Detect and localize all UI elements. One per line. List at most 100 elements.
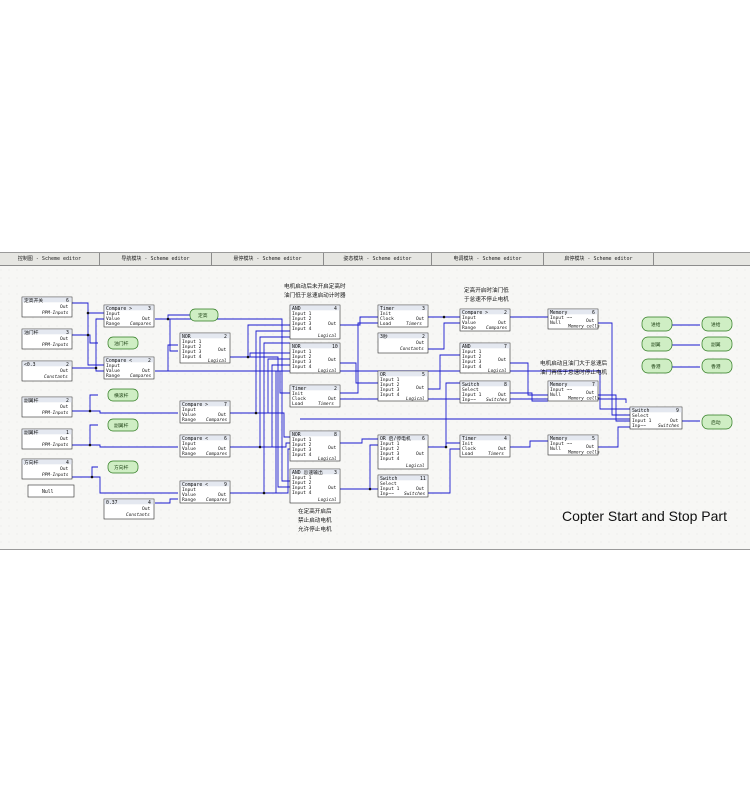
svg-text:Out: Out bbox=[498, 357, 507, 363]
terminal-in-feed[interactable]: 进给 bbox=[641, 316, 673, 332]
terminal-altitude[interactable]: 定高 bbox=[189, 308, 219, 322]
terminal-aileron[interactable]: 副翼杆 bbox=[107, 418, 139, 432]
terminal-throttle[interactable]: 油门杆 bbox=[107, 336, 139, 350]
svg-text:Load: Load bbox=[380, 321, 391, 327]
terminal-in-aileron[interactable]: 副翼 bbox=[641, 336, 673, 352]
svg-text:副翼: 副翼 bbox=[651, 341, 661, 348]
terminal-out-start[interactable]: 启动 bbox=[701, 414, 733, 430]
svg-text:1: 1 bbox=[66, 430, 69, 436]
svg-text:电机启动且油门大于怠速后: 电机启动且油门大于怠速后 bbox=[540, 359, 608, 367]
terminal-rudder[interactable]: 方向杆 bbox=[107, 460, 139, 474]
svg-text:Logical: Logical bbox=[318, 333, 337, 339]
svg-text:8: 8 bbox=[504, 382, 507, 388]
svg-text:Out: Out bbox=[142, 506, 151, 512]
terminal-out-aileron[interactable]: 副翼 bbox=[701, 336, 733, 352]
svg-text:Out: Out bbox=[416, 451, 425, 457]
tab-hover-scheme[interactable]: 悬停模块 - Scheme editor bbox=[212, 253, 324, 265]
svg-text:Input 4: Input 4 bbox=[380, 392, 400, 398]
svg-text:进给: 进给 bbox=[651, 321, 661, 328]
svg-text:Inp~~: Inp~~ bbox=[462, 397, 476, 403]
svg-text:Input 1: Input 1 bbox=[292, 311, 312, 317]
svg-text:Input: Input bbox=[462, 315, 476, 321]
junction-dots bbox=[86, 311, 448, 495]
svg-text:Input 2: Input 2 bbox=[292, 442, 312, 448]
svg-text:7: 7 bbox=[224, 402, 227, 408]
svg-text:Input 1: Input 1 bbox=[380, 377, 400, 383]
note-throttle-stop: 电机启动且油门大于怠速后 油门再低于怠速时停止电机 bbox=[540, 359, 608, 376]
terminal-roll[interactable]: 横滚杆 bbox=[107, 388, 139, 402]
terminal-out-hk[interactable]: 香港 bbox=[701, 358, 733, 374]
input-block-null[interactable]: Null bbox=[27, 484, 75, 498]
svg-text:Switches: Switches bbox=[658, 423, 680, 429]
svg-text:Input 4: Input 4 bbox=[292, 452, 312, 458]
svg-text:Compares: Compares bbox=[206, 497, 228, 503]
svg-text:4: 4 bbox=[504, 436, 507, 442]
terminal-in-hk[interactable]: 香港 bbox=[641, 358, 673, 374]
tab-control-scheme[interactable]: 控制图 - Scheme editor bbox=[0, 253, 100, 265]
tab-attitude-scheme[interactable]: 姿态模块 - Scheme editor bbox=[324, 253, 432, 265]
svg-text:Compares: Compares bbox=[130, 373, 152, 379]
svg-text:OR: OR bbox=[380, 372, 386, 378]
svg-text:PPM-Inputs: PPM-Inputs bbox=[42, 442, 69, 448]
svg-text:Input 2: Input 2 bbox=[292, 480, 312, 486]
svg-text:Load: Load bbox=[462, 451, 473, 457]
svg-text:Range: Range bbox=[182, 451, 196, 457]
svg-text:Out: Out bbox=[416, 316, 425, 322]
svg-text:Memory: Memory bbox=[550, 310, 567, 316]
svg-text:PPM-Inputs: PPM-Inputs bbox=[42, 410, 69, 416]
svg-text:Out: Out bbox=[498, 392, 507, 398]
svg-text:6: 6 bbox=[66, 298, 69, 304]
svg-text:Value: Value bbox=[182, 412, 196, 418]
svg-text:Switches: Switches bbox=[404, 491, 426, 497]
svg-text:8: 8 bbox=[334, 432, 337, 438]
svg-text:Input: Input bbox=[106, 363, 120, 369]
wire-layer bbox=[72, 302, 700, 504]
tab-navigation-scheme[interactable]: 导航模块 - Scheme editor bbox=[100, 253, 212, 265]
svg-text:NOR: NOR bbox=[292, 432, 301, 438]
svg-text:2: 2 bbox=[224, 334, 227, 340]
svg-text:Switch: Switch bbox=[632, 408, 649, 414]
tab-esc-scheme[interactable]: 电调模块 - Scheme editor bbox=[432, 253, 544, 265]
svg-text:副翼杆: 副翼杆 bbox=[24, 429, 39, 436]
tab-start-stop-scheme[interactable]: 启停模块 - Scheme editor bbox=[544, 253, 654, 265]
svg-text:Logical: Logical bbox=[406, 396, 425, 402]
svg-text:Input 1: Input 1 bbox=[182, 339, 202, 345]
terminal-out-feed[interactable]: 进给 bbox=[701, 316, 733, 332]
svg-text:6: 6 bbox=[224, 436, 227, 442]
svg-text:Logical: Logical bbox=[318, 456, 337, 462]
svg-text:AND 怠速输出: AND 怠速输出 bbox=[292, 469, 323, 476]
svg-text:3秒: 3秒 bbox=[380, 333, 388, 340]
